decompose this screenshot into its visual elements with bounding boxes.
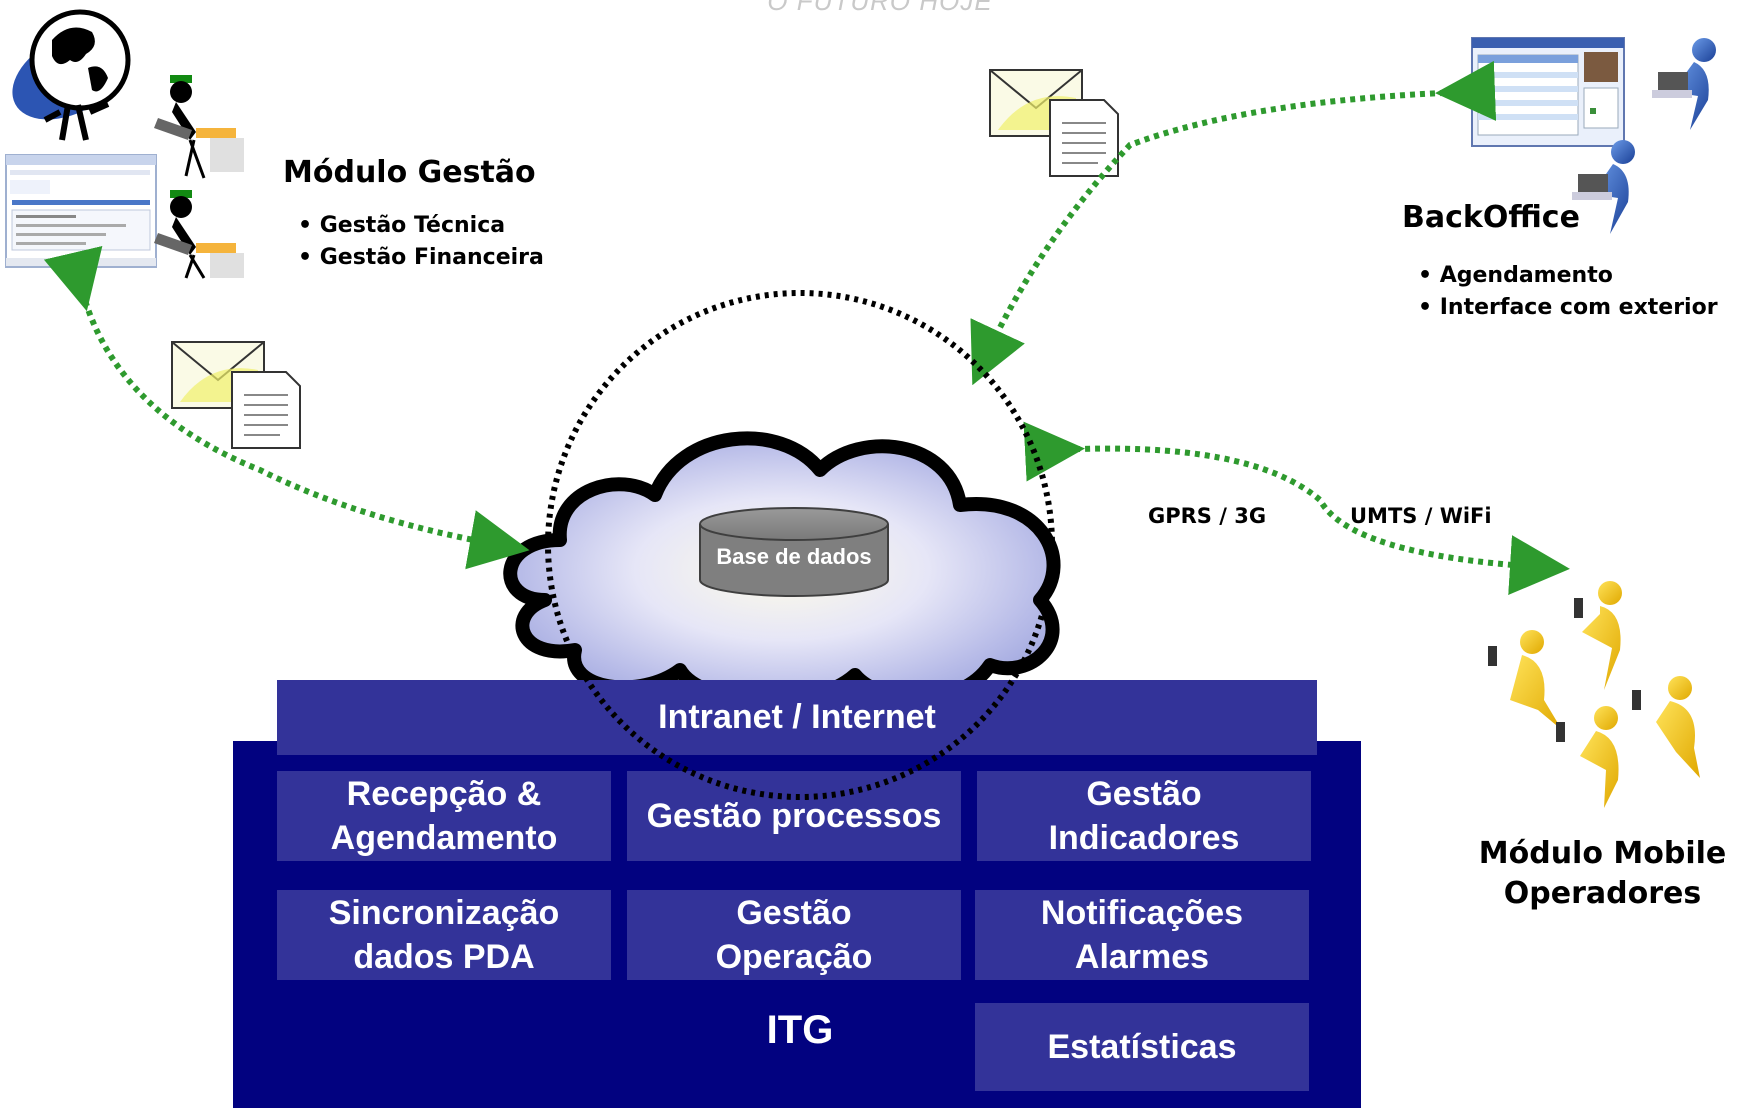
- intranet-bar: Intranet / Internet: [277, 680, 1317, 755]
- gestao-module-bullets: Gestão Técnica Gestão Financeira: [298, 210, 544, 274]
- module-box-recepcao: Recepção & Agendamento: [277, 771, 611, 861]
- arrow-gestao-to-cloud: [43, 245, 530, 570]
- backoffice-module-bullets: Agendamento Interface com exterior: [1418, 260, 1718, 324]
- mobile-module-title: Módulo Mobile Operadores: [1460, 834, 1745, 914]
- network-label-umts: UMTS / WiFi: [1350, 504, 1492, 528]
- module-box-gestao-processos: Gestão processos: [627, 771, 961, 861]
- person-at-laptop-icon: [1652, 38, 1716, 130]
- box-line: Sincronização: [328, 894, 560, 932]
- box-line: Indicadores: [1048, 819, 1240, 857]
- backoffice-module-title: BackOffice: [1402, 200, 1580, 235]
- box-line: Estatísticas: [1047, 1028, 1237, 1066]
- gestao-bullet-financeira: Gestão Financeira: [298, 242, 544, 274]
- box-line: Gestão processos: [646, 797, 942, 835]
- globe-logo-icon: [12, 9, 131, 141]
- mobile-operator-figure-icon: [1556, 706, 1619, 808]
- mobile-operator-figure-icon: [1488, 630, 1562, 730]
- email-document-icon: [989, 69, 1119, 177]
- network-label-gprs: GPRS / 3G: [1148, 504, 1267, 528]
- arrow-backoffice-to-cloud: [970, 60, 1497, 386]
- itg-label: ITG: [766, 1008, 834, 1052]
- box-line: Gestão: [736, 894, 852, 932]
- database-label: Base de dados: [716, 544, 872, 569]
- backoffice-screenshot-icon: [1471, 37, 1625, 147]
- backoffice-bullet-agendamento: Agendamento: [1418, 260, 1718, 292]
- mobile-operator-figure-icon: [1632, 676, 1700, 778]
- mobile-title-line1: Módulo Mobile: [1478, 836, 1727, 871]
- box-line: Recepção &: [346, 775, 542, 813]
- gestao-bullet-tecnica: Gestão Técnica: [298, 210, 544, 242]
- mobile-operator-figure-icon: [1574, 581, 1622, 690]
- box-line: Operação: [715, 938, 873, 976]
- web-screenshot-icon: [5, 154, 157, 268]
- box-line: Gestão: [1086, 775, 1202, 813]
- gestao-module-title: Módulo Gestão: [283, 155, 536, 190]
- person-at-laptop-icon: [154, 75, 244, 179]
- person-at-laptop-icon: [1572, 140, 1635, 234]
- module-box-gestao-indicadores: Gestão Indicadores: [977, 771, 1311, 861]
- module-box-gestao-operacao: Gestão Operação: [627, 890, 961, 980]
- box-line: Agendamento: [330, 819, 558, 857]
- tagline: O FUTURO HOJE: [767, 0, 993, 16]
- connection-arrows: [43, 60, 1570, 596]
- box-line: dados PDA: [353, 938, 535, 976]
- module-box-estatisticas: Estatísticas: [975, 1003, 1309, 1091]
- box-line: Notificações: [1040, 894, 1244, 932]
- module-box-notificacoes: Notificações Alarmes: [975, 890, 1309, 980]
- module-box-sincronizacao: Sincronização dados PDA: [277, 890, 611, 980]
- person-at-laptop-icon: [154, 190, 244, 279]
- mobile-title-line2: Operadores: [1503, 876, 1702, 911]
- box-line: Alarmes: [1074, 938, 1210, 976]
- backoffice-bullet-interface: Interface com exterior: [1418, 292, 1718, 324]
